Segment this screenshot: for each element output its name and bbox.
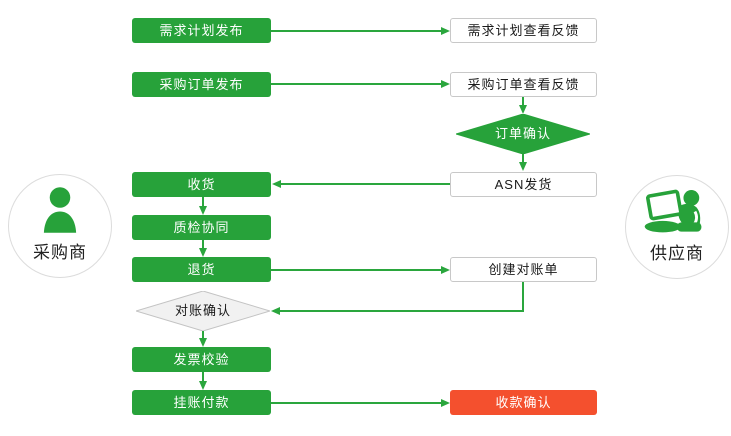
node-demand-plan-feedback: 需求计划查看反馈 xyxy=(450,18,597,43)
node-payment-confirm: 收款确认 xyxy=(450,390,597,415)
node-po-publish: 采购订单发布 xyxy=(132,72,271,97)
node-receive-goods: 收货 xyxy=(132,172,271,197)
node-create-statement: 创建对账单 xyxy=(450,257,597,282)
node-return-goods: 退货 xyxy=(132,257,271,282)
supplier-label: 供应商 xyxy=(650,244,704,263)
node-invoice-verify: 发票校验 xyxy=(132,347,271,372)
edge-create-statement-to-statement-confirm xyxy=(271,282,524,315)
node-asn-ship: ASN发货 xyxy=(450,172,597,197)
node-quality-check: 质检协同 xyxy=(132,215,271,240)
person-icon xyxy=(43,187,77,233)
node-po-feedback: 采购订单查看反馈 xyxy=(450,72,597,97)
node-book-payment: 挂账付款 xyxy=(132,390,271,415)
node-order-confirm-label: 订单确认 xyxy=(494,126,551,141)
node-statement-confirm-label: 对账确认 xyxy=(174,303,231,318)
node-statement-confirm: 对账确认 xyxy=(136,291,270,331)
buyer-label: 采购商 xyxy=(33,243,87,262)
node-demand-plan-publish: 需求计划发布 xyxy=(132,18,271,43)
person-laptop-icon xyxy=(644,189,702,233)
node-order-confirm: 订单确认 xyxy=(456,114,590,154)
diamond-shape xyxy=(456,114,590,154)
buyer-actor: 采购商 xyxy=(8,174,112,278)
supplier-actor: 供应商 xyxy=(625,175,729,279)
diamond-shape xyxy=(136,291,270,331)
